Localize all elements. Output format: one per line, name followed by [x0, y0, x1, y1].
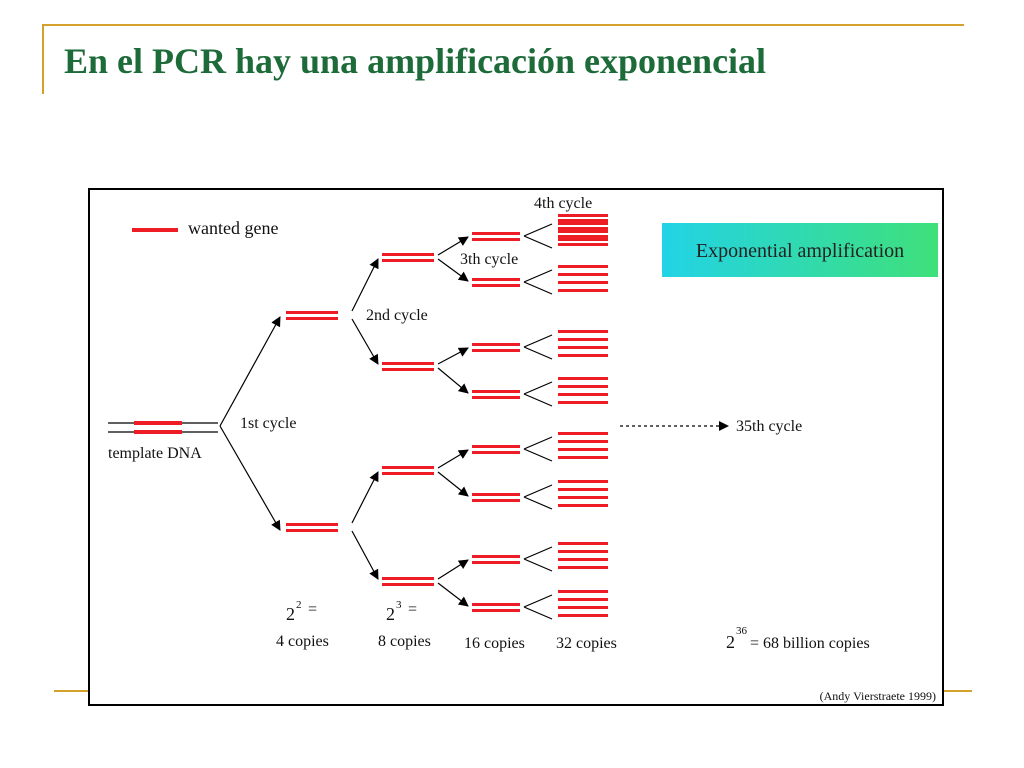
cycle-2-label: 2nd cycle [366, 307, 428, 324]
branch-line [437, 236, 469, 256]
banner-background [662, 223, 938, 277]
pcr-diagram: wanted gene Exponential amplification te… [88, 188, 944, 706]
cycle-1-label: 1st cycle [240, 415, 296, 432]
gene-stack-cycle4 [558, 377, 608, 404]
gene-pair-cycle3 [472, 493, 520, 502]
count-final-base: 2 [726, 632, 735, 652]
branch-line [523, 558, 553, 572]
branch-line [523, 606, 553, 620]
gene-stack-cycle4 [558, 432, 608, 459]
branch-line [523, 393, 553, 407]
count-4-label: 4 copies [276, 633, 329, 650]
title-accent-vertical [42, 24, 44, 94]
gene-pair-cycle1 [286, 523, 338, 532]
branch-line [219, 425, 281, 531]
count-32-label: 32 copies [556, 635, 617, 652]
footer-accent-right [944, 690, 972, 692]
gene-pair-cycle2 [382, 466, 434, 475]
branch-line [523, 381, 553, 395]
branch-line [523, 496, 553, 510]
branch-line [523, 269, 553, 283]
count-8-label: 8 copies [378, 633, 431, 650]
gene-pairs [286, 232, 520, 612]
branch-line [219, 316, 281, 427]
gene-pair-cycle3 [472, 445, 520, 454]
template-label: template DNA [108, 445, 202, 462]
gene-pair-cycle2 [382, 362, 434, 371]
gene-pair-cycle3 [472, 343, 520, 352]
gene-pair-cycle3 [472, 232, 520, 241]
gene-pair-cycle2 [382, 253, 434, 262]
exponential-banner: Exponential amplification [662, 223, 938, 277]
branch-line [523, 436, 553, 450]
gene-stack-cycle4 [558, 590, 608, 617]
slide-title: En el PCR hay una amplificación exponenc… [64, 41, 767, 81]
footer-accent-left [54, 690, 88, 692]
gene-pair-cycle3 [472, 603, 520, 612]
gene-pair-cycle3 [472, 390, 520, 399]
branch-lines [219, 223, 553, 620]
branch-line [437, 258, 469, 282]
count-4-power: 2 [296, 599, 302, 611]
count-16-label: 16 copies [464, 635, 525, 652]
branch-line [351, 258, 379, 312]
gene-stacks [558, 214, 608, 617]
credit-label: (Andy Vierstraete 1999) [820, 689, 936, 703]
branch-line [437, 582, 469, 607]
cycle-35-label: 35th cycle [736, 418, 802, 435]
branch-line [523, 594, 553, 608]
branch-line [523, 281, 553, 295]
branch-line [437, 471, 469, 497]
gene-pair-cycle1 [286, 311, 338, 320]
gene-pair-cycle3 [472, 278, 520, 287]
branch-line [523, 235, 553, 249]
template-dna: template DNA [108, 421, 218, 462]
branch-line [523, 484, 553, 498]
branch-line [437, 559, 469, 580]
gene-stack-cycle4 [558, 330, 608, 357]
count-final-text: = 68 billion copies [750, 635, 870, 652]
count-4: 2 2 = 4 copies [276, 599, 329, 650]
branch-line [523, 223, 553, 237]
count-4-base: 2 [286, 604, 295, 624]
branch-line [437, 367, 469, 394]
legend-label: wanted gene [188, 218, 278, 238]
legend-gene-swatch [132, 228, 178, 232]
count-4-equals: = [308, 601, 317, 618]
count-8: 2 3 = 8 copies [378, 599, 431, 650]
branch-line [351, 530, 379, 580]
pcr-diagram-svg: wanted gene Exponential amplification te… [108, 195, 938, 703]
count-8-base: 2 [386, 604, 395, 624]
branch-line [523, 346, 553, 360]
banner-label: Exponential amplification [696, 240, 904, 262]
branch-line [523, 448, 553, 462]
branch-line [351, 318, 379, 365]
cycle-3-label: 3th cycle [460, 251, 518, 268]
count-final: 2 36 = 68 billion copies [726, 625, 870, 652]
branch-line [351, 471, 379, 524]
gene-pair-cycle2 [382, 577, 434, 586]
cycle-4-label: 4th cycle [534, 195, 592, 212]
count-8-power: 3 [396, 599, 402, 611]
count-final-power: 36 [736, 625, 748, 637]
gene-stack-cycle4 [558, 219, 608, 246]
branch-line [523, 334, 553, 348]
legend: wanted gene [132, 218, 278, 238]
gene-pair-cycle3 [472, 555, 520, 564]
branch-line [437, 449, 469, 469]
gene-stack-cycle4 [558, 542, 608, 569]
gene-stack-cycle4 [558, 265, 608, 292]
branch-line [523, 546, 553, 560]
title-accent-horizontal [42, 24, 964, 26]
gene-stack-cycle4 [558, 480, 608, 507]
gene-stack-cycle4 [558, 214, 608, 241]
count-8-equals: = [408, 601, 417, 618]
branch-line [437, 347, 469, 365]
